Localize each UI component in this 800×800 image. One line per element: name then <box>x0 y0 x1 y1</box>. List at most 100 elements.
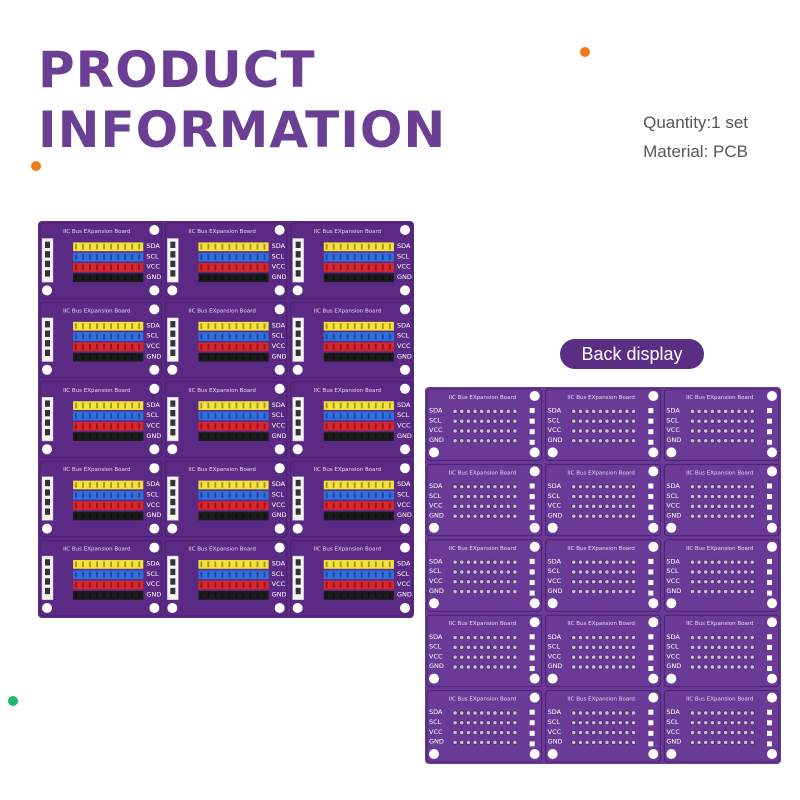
header-pin <box>200 254 203 260</box>
solder-joint <box>512 664 518 670</box>
solder-joint <box>723 654 729 660</box>
solder-joint <box>492 559 498 565</box>
jst-pin <box>45 508 50 515</box>
solder-joint <box>749 503 755 509</box>
solder-joint <box>465 569 471 575</box>
header-pin <box>346 264 349 271</box>
header-pin <box>263 582 266 588</box>
header-pin <box>221 492 224 499</box>
square-pad <box>529 590 535 596</box>
pin-label: VCC <box>146 421 160 429</box>
solder-joint <box>512 559 518 565</box>
header-pin <box>256 423 259 429</box>
jst-connector <box>292 397 304 442</box>
pin-label: SCL <box>272 332 285 340</box>
solder-joint <box>604 428 610 434</box>
pin-header <box>73 501 144 511</box>
solder-joint <box>696 569 702 575</box>
header-pin <box>346 343 349 350</box>
solder-joint <box>505 513 511 519</box>
solder-joint <box>492 710 498 716</box>
solder-joint <box>584 484 590 490</box>
solder-joint <box>591 438 597 444</box>
jst-pin <box>295 587 301 595</box>
pin-header <box>323 401 394 410</box>
header-pin <box>339 343 342 350</box>
header-pin <box>242 423 245 429</box>
solder-joint <box>578 569 583 575</box>
solder-joint <box>716 579 722 585</box>
solder-joint <box>617 418 623 424</box>
header-pin <box>214 343 217 350</box>
solder-joint <box>492 484 498 490</box>
header-pin <box>221 433 224 440</box>
jst-pin <box>45 251 50 258</box>
header-pin <box>242 254 245 260</box>
solder-joint <box>465 408 471 414</box>
jst-pin <box>170 260 176 268</box>
mounting-hole <box>666 522 677 533</box>
solder-joint <box>465 654 471 660</box>
header-pin <box>346 354 349 360</box>
header-pin <box>200 413 203 419</box>
square-pad <box>648 655 654 661</box>
solder-joint <box>604 494 610 499</box>
jst-pin <box>170 270 176 277</box>
board-title: IIC Bus EXpansion Board <box>188 388 255 394</box>
board-outline <box>426 614 543 688</box>
pin-label: SDA <box>272 321 286 329</box>
header-pin <box>103 243 105 250</box>
solder-joint <box>452 559 458 565</box>
header-pin <box>374 343 377 350</box>
header-pin <box>235 513 238 519</box>
square-pad <box>767 569 772 575</box>
solder-joint <box>459 484 465 490</box>
solder-joint <box>485 484 491 490</box>
solder-joint <box>472 739 478 745</box>
solder-joint <box>459 418 465 424</box>
mounting-hole <box>529 673 540 684</box>
header-pin <box>214 582 217 588</box>
header-pin <box>214 592 217 599</box>
header-pin <box>249 323 252 329</box>
pin-label: SCL <box>272 252 285 260</box>
header-pin <box>124 433 127 440</box>
header-pin <box>367 492 370 499</box>
pin-label: GND <box>397 591 412 599</box>
header-pin <box>103 423 105 429</box>
pin-header <box>323 560 394 569</box>
square-pad <box>648 644 654 650</box>
pin-header <box>323 570 394 580</box>
solder-joint <box>512 503 518 509</box>
pin-label: SDA <box>548 708 562 716</box>
pin-header <box>323 490 394 500</box>
header-pin <box>339 323 342 329</box>
header-pin <box>360 592 363 599</box>
header-pin <box>214 333 217 340</box>
header-pin <box>360 333 363 340</box>
solder-joint <box>485 513 491 519</box>
solder-joint <box>703 494 709 499</box>
solder-joint <box>723 635 729 640</box>
header-pin <box>110 423 112 429</box>
solder-joint <box>736 569 742 575</box>
header-pin <box>117 561 120 568</box>
solder-joint <box>716 720 722 726</box>
solder-joint <box>696 408 702 414</box>
header-pin <box>228 513 231 519</box>
solder-joint <box>578 428 583 434</box>
header-pin <box>131 433 134 440</box>
jst-pin <box>295 409 301 417</box>
board-outline <box>545 463 661 537</box>
header-pin <box>103 582 105 588</box>
header-pin <box>339 264 342 271</box>
solder-joint <box>617 654 623 660</box>
jst-pin <box>170 349 176 356</box>
pin-header <box>198 421 269 431</box>
solder-joint <box>459 428 465 434</box>
mounting-hole <box>648 466 659 477</box>
header-pin <box>263 323 266 329</box>
mounting-hole <box>648 541 659 552</box>
